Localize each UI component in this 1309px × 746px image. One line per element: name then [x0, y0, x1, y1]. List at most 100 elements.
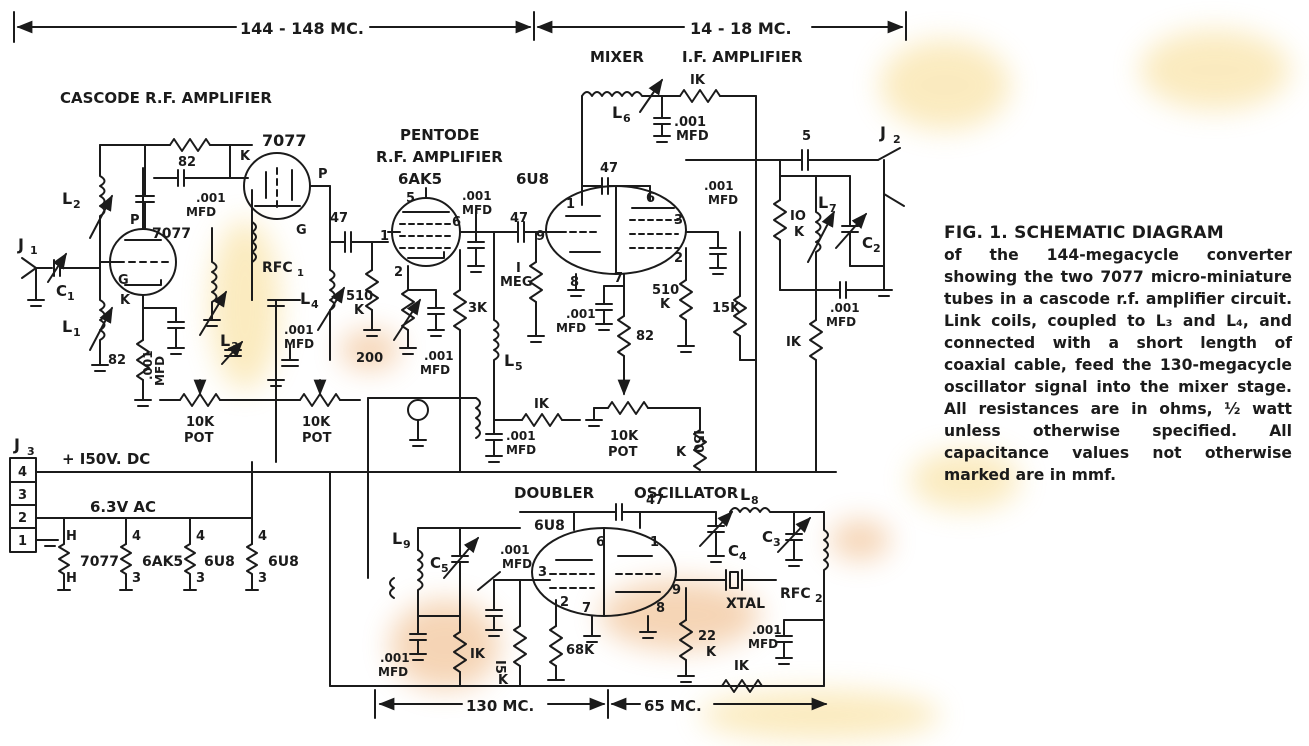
designator-l2: L: [62, 189, 72, 208]
pin-label: 8: [570, 275, 579, 290]
pin-label: 2: [394, 265, 403, 280]
designator-sub: 5: [441, 562, 449, 575]
value-label: MFD: [502, 557, 532, 571]
pin-label: 3: [538, 565, 547, 580]
value-label: IK: [786, 335, 802, 350]
designator-sub: 6: [623, 112, 631, 125]
value-label: MFD: [462, 203, 492, 217]
value-label: K: [794, 225, 805, 240]
designator-l3: L: [220, 331, 230, 350]
section-if-amplifier: I.F. AMPLIFIER: [682, 48, 803, 66]
value-label: 47: [510, 211, 528, 226]
section-mixer: MIXER: [590, 48, 644, 66]
pin-label: 9: [672, 583, 681, 598]
stain-blot: [880, 40, 1010, 130]
pin-label: P: [318, 167, 328, 182]
pin-label: 5: [406, 191, 415, 206]
value-label: MEG: [500, 275, 533, 290]
tube-7077-upper: 7077: [262, 131, 307, 150]
designator-sub: 2: [73, 198, 81, 211]
section-pentode: PENTODE: [400, 126, 479, 144]
pin-label: 3: [674, 213, 683, 228]
designator-c3: C: [762, 528, 773, 546]
supply-label-filament: 6.3V AC: [90, 498, 156, 516]
pin-label: 6: [646, 191, 655, 206]
heater-pin: 4: [196, 529, 205, 544]
stain-blot: [1140, 30, 1290, 110]
value-label: 22: [698, 629, 716, 644]
heater-pin: 3: [258, 571, 267, 586]
value-label: 47: [600, 161, 618, 176]
designator-sub: 1: [297, 268, 304, 279]
pin-label: K: [240, 149, 251, 164]
value-label: K: [660, 297, 671, 312]
value-label: .001: [424, 349, 454, 363]
value-label: MFD: [826, 315, 856, 329]
pin-label: 9: [536, 229, 545, 244]
designator-sub: 3: [231, 340, 239, 353]
pin-label: 2: [560, 595, 569, 610]
designator-j1: J: [17, 235, 24, 254]
designator-sub: 4: [311, 298, 319, 311]
designator-rfc2: RFC: [780, 586, 811, 602]
value-label: MFD: [420, 363, 450, 377]
supply-label-b-plus: + I50V. DC: [62, 450, 150, 468]
value-label: 47: [646, 493, 664, 508]
designator-sub: 3: [27, 445, 35, 458]
designator-c4: C: [728, 542, 739, 560]
designator-j3: J: [13, 435, 20, 454]
heater-tube-label: 6U8: [204, 554, 235, 570]
terminal-number: 1: [18, 534, 27, 549]
value-label: .001: [141, 350, 155, 380]
section-cascode: CASCODE R.F. AMPLIFIER: [60, 89, 272, 107]
value-label: MFD: [676, 129, 709, 144]
mixer-if-stage: [545, 78, 905, 473]
value-label: IK: [734, 659, 750, 674]
band-label-oscillator: 65 MC.: [644, 697, 702, 715]
heater-pin: 3: [132, 571, 141, 586]
stain-blot: [830, 520, 890, 560]
heater-pin: 4: [132, 529, 141, 544]
pin-label: G: [118, 273, 129, 288]
pentode-stage: [363, 187, 581, 473]
tube-6u8-oscillator: 6U8: [534, 518, 565, 534]
designator-c2: C: [862, 234, 873, 252]
heater-tube-label: 7077: [80, 554, 119, 570]
value-label: .001: [284, 323, 314, 337]
designator-sub: 5: [515, 360, 523, 373]
value-label: MFD: [506, 443, 536, 457]
value-label: K: [676, 445, 687, 460]
figure-caption: FIG. 1. SCHEMATIC DIAGRAM of the 144-meg…: [944, 222, 1292, 486]
value-label: POT: [184, 431, 214, 446]
designator-l6: L: [612, 103, 622, 122]
designator-sub: 1: [67, 290, 75, 303]
designator-l4: L: [300, 289, 310, 308]
pin-label: 8: [656, 601, 665, 616]
pin-label: 1: [650, 535, 659, 550]
value-label: MFD: [153, 356, 167, 386]
value-label: 82: [178, 155, 196, 170]
heater-pin: 3: [196, 571, 205, 586]
value-label: .001: [830, 301, 860, 315]
designator-xtal: XTAL: [726, 596, 765, 612]
value-label: IK: [690, 73, 706, 88]
value-label: 200: [356, 351, 383, 366]
value-label: K: [354, 303, 365, 318]
value-label: 68K: [566, 643, 595, 658]
value-label: .001: [380, 651, 410, 665]
tube-6ak5: 6AK5: [398, 170, 442, 188]
caption-body: of the 144-megacycle converter showing t…: [944, 246, 1292, 484]
heater-pin: 4: [258, 529, 267, 544]
stain-blot: [910, 450, 1020, 510]
value-label: I: [516, 261, 521, 276]
heater-pin: H: [66, 571, 77, 586]
value-label: K: [498, 673, 509, 688]
cascode-stage: [21, 138, 389, 463]
value-label: MFD: [708, 193, 738, 207]
designator-sub: 2: [893, 133, 901, 146]
value-label: POT: [608, 445, 638, 460]
designator-sub: 2: [873, 242, 881, 255]
value-label: .001: [566, 307, 596, 321]
value-label: POT: [302, 431, 332, 446]
value-label: MFD: [748, 637, 778, 651]
